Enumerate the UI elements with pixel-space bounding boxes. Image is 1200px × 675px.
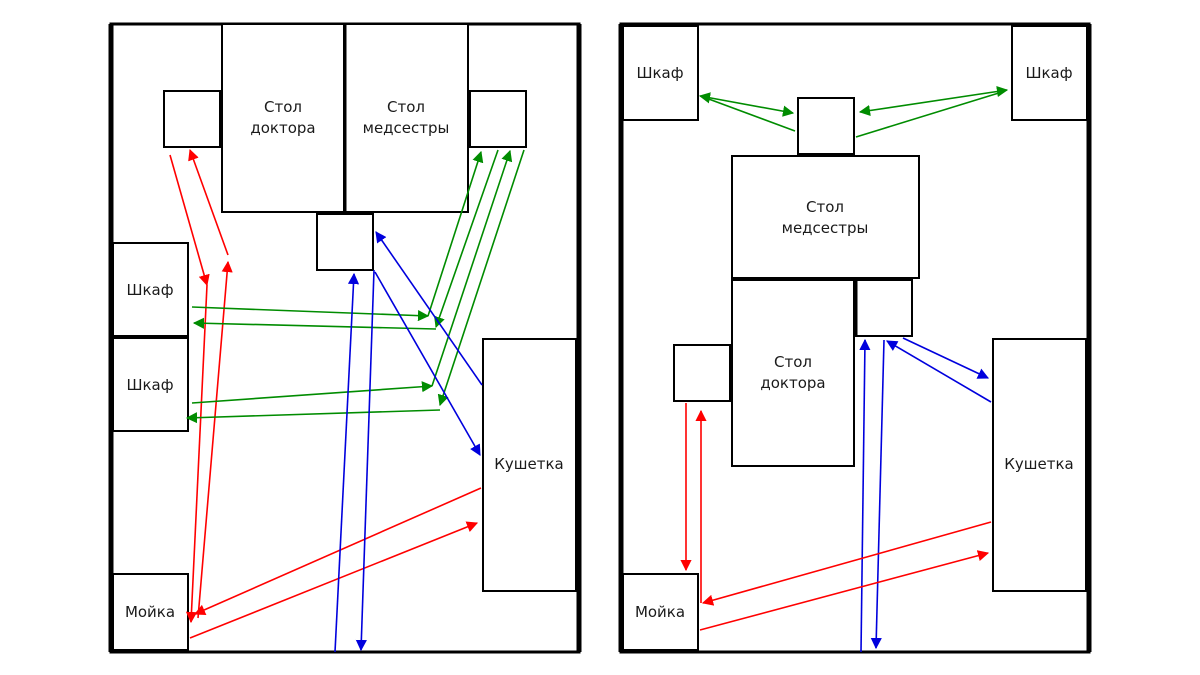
cabinet-right bbox=[1011, 25, 1088, 121]
cabinet-1 bbox=[112, 242, 189, 337]
blue-route-arrow bbox=[355, 269, 375, 652]
green-route-arrow bbox=[185, 409, 441, 424]
blue-route-arrow bbox=[902, 337, 990, 379]
cabinet-2-label: Шкаф bbox=[126, 376, 173, 394]
blue-route-arrow bbox=[374, 271, 481, 456]
nurse-chair bbox=[469, 90, 527, 148]
doctor-desk-label-1: Стол bbox=[774, 353, 812, 371]
doctor-chair bbox=[855, 279, 913, 337]
nurse-desk-label-2: медсестры bbox=[782, 219, 869, 237]
blue-route-arrow bbox=[886, 340, 992, 403]
green-route-arrow bbox=[427, 150, 484, 317]
doctor-desk bbox=[731, 279, 855, 467]
red-route-arrow bbox=[193, 487, 482, 616]
green-route-arrow bbox=[698, 92, 795, 117]
green-route-arrow bbox=[191, 381, 434, 404]
red-route-arrow bbox=[188, 148, 229, 256]
green-route-arrow bbox=[192, 317, 437, 330]
green-route-arrow bbox=[434, 149, 499, 329]
blue-route-arrow bbox=[334, 272, 360, 653]
red-route-arrow bbox=[185, 284, 208, 624]
green-route-line bbox=[705, 97, 796, 132]
blue-route-arrow bbox=[375, 231, 483, 386]
nurse-desk-label-1: Стол bbox=[387, 98, 425, 116]
red-route-arrow bbox=[189, 521, 479, 639]
cabinet-right-label: Шкаф bbox=[1025, 64, 1072, 82]
couch bbox=[482, 338, 577, 592]
sink bbox=[622, 573, 699, 651]
doctor-desk-label-2: доктора bbox=[760, 374, 825, 392]
blue-route-arrow bbox=[870, 339, 885, 650]
red-route-arrow bbox=[197, 260, 233, 619]
nurse-desk bbox=[731, 155, 920, 279]
nurse-desk-label-1: Стол bbox=[806, 198, 844, 216]
sink-label: Мойка bbox=[635, 603, 685, 621]
green-route-arrow bbox=[431, 149, 513, 387]
cabinet-left-label: Шкаф bbox=[636, 64, 683, 82]
nurse-chair bbox=[797, 97, 855, 155]
red-route-arrow bbox=[169, 154, 210, 287]
couch-label: Кушетка bbox=[494, 455, 563, 473]
couch bbox=[992, 338, 1087, 592]
cabinet-left bbox=[622, 25, 699, 121]
green-route-line bbox=[855, 91, 1003, 138]
green-route-arrow bbox=[191, 306, 430, 322]
plan-proposed: Шкаф Шкаф Стол медсестры Стол доктора Мо… bbox=[618, 22, 1092, 654]
green-route-arrow bbox=[858, 85, 1009, 117]
nurse-desk bbox=[344, 23, 469, 213]
doctor-desk-label-1: Стол bbox=[264, 98, 302, 116]
doctor-desk-label-2: доктора bbox=[250, 119, 315, 137]
cabinet-2 bbox=[112, 337, 189, 432]
red-route-arrow bbox=[701, 521, 992, 606]
red-route-arrow bbox=[699, 550, 990, 631]
plan-current: Стол доктора Стол медсестры Шкаф Шкаф Мо… bbox=[108, 22, 582, 654]
couch-label: Кушетка bbox=[1004, 455, 1073, 473]
blue-route-arrow bbox=[859, 338, 871, 653]
doctor-desk bbox=[221, 23, 345, 213]
sink bbox=[112, 573, 189, 651]
doctor-chair bbox=[163, 90, 221, 148]
patient-chair bbox=[673, 344, 731, 402]
nurse-desk-label-2: медсестры bbox=[363, 119, 450, 137]
green-route-arrow bbox=[437, 149, 525, 407]
sink-label: Мойка bbox=[125, 603, 175, 621]
cabinet-1-label: Шкаф bbox=[126, 281, 173, 299]
patient-chair bbox=[316, 213, 374, 271]
